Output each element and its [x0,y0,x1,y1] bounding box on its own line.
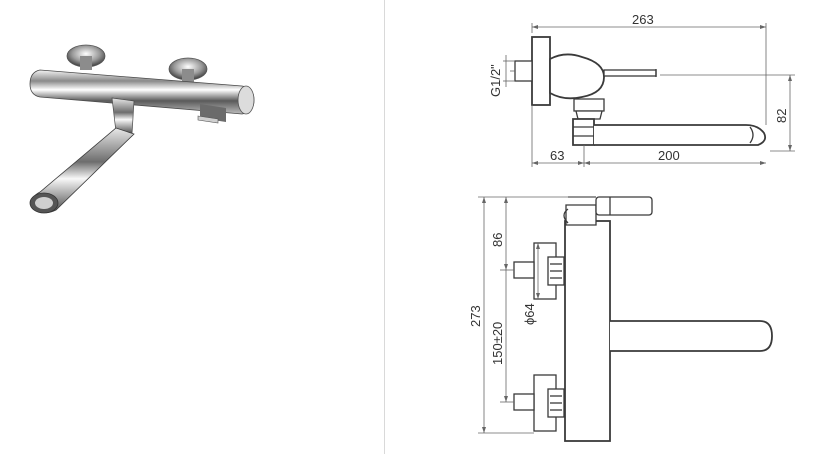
faucet-photo [29,44,255,214]
dim-thread: G1/2" [488,64,503,97]
dim-spout-length: 200 [658,148,680,163]
dim-total-length: 263 [632,15,654,27]
dim-centers: 150±20 [490,322,505,365]
dim-height: 82 [774,109,789,123]
dim-upper: 86 [490,233,505,247]
dim-overall-height: 273 [468,305,483,327]
panel-divider [384,0,385,454]
side-view-drawing: 263 G1/2" 82 63 200 [488,15,795,167]
front-view-drawing: 273 86 150±20 ϕ64 [468,196,773,442]
dim-rosette-diameter: ϕ64 [522,303,537,325]
dim-wall-offset: 63 [550,148,564,163]
